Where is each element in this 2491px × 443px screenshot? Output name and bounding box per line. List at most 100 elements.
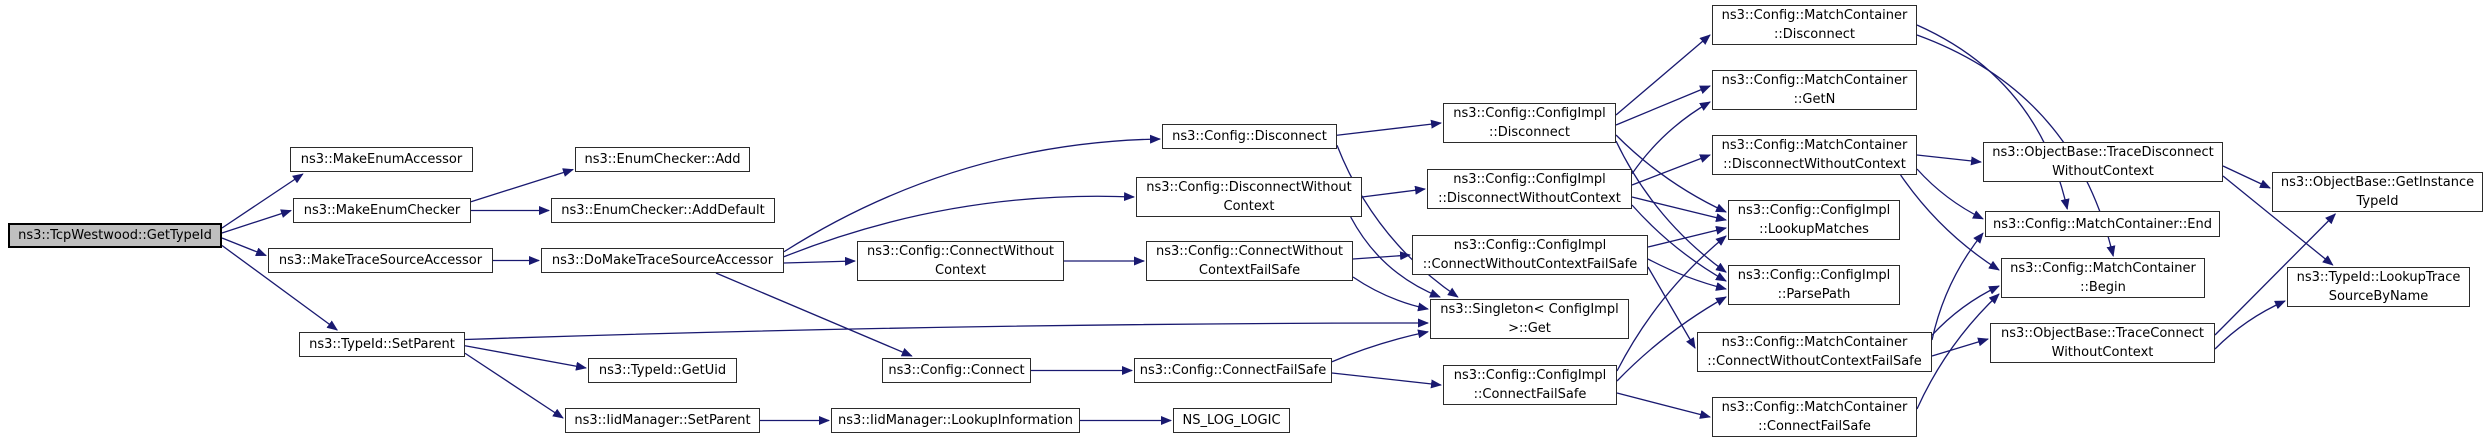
node-label: ::ParsePath: [1777, 287, 1851, 302]
node-enum-checker-add-default[interactable]: ns3::EnumChecker::AddDefault: [551, 198, 775, 223]
node-mc-get-n[interactable]: ns3::Config::MatchContainer::GetN: [1712, 70, 1917, 110]
node-label: ns3::TypeId::SetParent: [309, 337, 455, 352]
node-label: ::ConnectWithoutContextFailSafe: [1422, 257, 1638, 272]
node-label: ns3::Config::ConfigImpl: [1453, 368, 1607, 383]
call-edge-config-disconnect--singleton-config-impl-get: [1336, 145, 1459, 298]
node-label: ::DisconnectWithoutContext: [1438, 191, 1621, 206]
call-edge-obj-trace-connect-without-context--obj-get-instance-type-id: [2214, 213, 2337, 336]
node-mc-end[interactable]: ns3::Config::MatchContainer::End: [1985, 211, 2220, 237]
call-edge-config-impl-disconnect-without-context--mc-disconnect-without-context: [1631, 154, 1711, 186]
node-label: WithoutContext: [2051, 345, 2154, 360]
node-config-connect[interactable]: ns3::Config::Connect: [882, 358, 1031, 383]
node-config-impl-disconnect[interactable]: ns3::Config::ConfigImpl::Disconnect: [1443, 103, 1616, 143]
node-enum-checker-add[interactable]: ns3::EnumChecker::Add: [575, 147, 750, 172]
node-label: TypeId: [2356, 194, 2399, 209]
node-label: ns3::Config::Connect: [888, 363, 1025, 378]
node-mc-connect-without-context-fail-safe[interactable]: ns3::Config::MatchContainer::ConnectWith…: [1697, 332, 1932, 372]
node-label: ns3::Config::DisconnectWithout: [1146, 180, 1352, 195]
call-edge-config-impl-connect-fail-safe--config-impl-parse-path: [1616, 296, 1727, 382]
call-edge-config-connect-fail-safe--singleton-config-impl-get: [1331, 329, 1429, 363]
node-config-impl-connect-without-context-fail-safe[interactable]: ns3::Config::ConfigImpl::ConnectWithoutC…: [1412, 235, 1648, 275]
node-label: ns3::EnumChecker::Add: [584, 152, 741, 167]
call-edge-obj-trace-disconnect-without-context--obj-get-instance-type-id: [2222, 165, 2271, 189]
call-edge-config-connect-fail-safe--config-impl-connect-fail-safe: [1331, 372, 1442, 389]
call-edge-config-impl-disconnect--mc-disconnect: [1615, 34, 1711, 116]
node-label: ::Disconnect: [1774, 27, 1855, 42]
node-label: ::GetN: [1793, 92, 1836, 107]
node-iid-manager-lookup-information[interactable]: ns3::IidManager::LookupInformation: [831, 408, 1080, 433]
node-config-impl-connect-fail-safe[interactable]: ns3::Config::ConfigImpl::ConnectFailSafe: [1443, 365, 1617, 405]
node-type-id-get-uid[interactable]: ns3::TypeId::GetUid: [588, 358, 737, 383]
call-edge-do-make-trace-source-accessor--config-connect: [715, 272, 913, 357]
call-edge-do-make-trace-source-accessor--config-disconnect-without-context: [783, 192, 1135, 258]
call-edge-config-impl-disconnect--config-impl-parse-path: [1615, 140, 1727, 273]
call-edge-config-connect-without-context-fail-safe--config-impl-connect-without-context-fail-safe: [1352, 251, 1411, 261]
call-edge-obj-trace-connect-without-context--type-id-lookup-trace-source-by-name: [2214, 300, 2286, 350]
node-config-impl-lookup-matches[interactable]: ns3::Config::ConfigImpl::LookupMatches: [1728, 200, 1900, 240]
node-do-make-trace-source-accessor[interactable]: ns3::DoMakeTraceSourceAccessor: [541, 248, 784, 273]
node-label: ns3::MakeEnumAccessor: [300, 152, 463, 167]
node-config-impl-disconnect-without-context[interactable]: ns3::Config::ConfigImpl::DisconnectWitho…: [1427, 169, 1632, 209]
node-label: ns3::ObjectBase::GetInstance: [2280, 175, 2475, 190]
node-singleton-config-impl-get[interactable]: ns3::Singleton< ConfigImpl>::Get: [1430, 299, 1629, 339]
node-ns-log-logic[interactable]: NS_LOG_LOGIC: [1173, 408, 1290, 433]
node-label: ns3::Config::Disconnect: [1172, 129, 1327, 144]
node-make-enum-accessor[interactable]: ns3::MakeEnumAccessor: [290, 147, 473, 172]
node-mc-begin[interactable]: ns3::Config::MatchContainer::Begin: [2001, 258, 2205, 298]
node-mc-disconnect-without-context[interactable]: ns3::Config::MatchContainer::DisconnectW…: [1712, 135, 1917, 175]
node-label: ns3::DoMakeTraceSourceAccessor: [551, 253, 774, 268]
node-mc-disconnect[interactable]: ns3::Config::MatchContainer::Disconnect: [1712, 5, 1917, 45]
call-edge-config-impl-connect-fail-safe--mc-connect-fail-safe: [1616, 392, 1711, 419]
node-make-trace-source-accessor[interactable]: ns3::MakeTraceSourceAccessor: [268, 248, 493, 273]
call-edge-mc-disconnect-without-context--obj-trace-disconnect-without-context: [1916, 154, 1982, 166]
node-label: ns3::Config::MatchContainer::End: [1993, 216, 2212, 232]
node-label: ns3::MakeEnumChecker: [303, 203, 461, 218]
node-tcp-westwood-get-type-id[interactable]: ns3::TcpWestwood::GetTypeId: [8, 223, 222, 248]
call-edge-config-impl-disconnect--config-impl-lookup-matches: [1615, 134, 1727, 213]
node-type-id-set-parent[interactable]: ns3::TypeId::SetParent: [299, 332, 465, 357]
call-edge-config-impl-disconnect-without-context--config-impl-lookup-matches: [1631, 196, 1727, 222]
call-edge-config-impl-disconnect-without-context--mc-get-n: [1631, 101, 1711, 175]
node-label: ::ConnectWithoutContextFailSafe: [1707, 354, 1922, 369]
node-label: NS_LOG_LOGIC: [1182, 413, 1281, 428]
call-edge-tcp-westwood-get-type-id--type-id-set-parent: [221, 244, 338, 331]
node-label: ns3::MakeTraceSourceAccessor: [278, 253, 483, 268]
node-label: ns3::ObjectBase::TraceDisconnect: [1992, 145, 2214, 160]
node-label: ns3::Config::ConfigImpl: [1737, 203, 1891, 218]
call-edge-config-disconnect--config-impl-disconnect: [1336, 119, 1442, 136]
node-label: ns3::Config::MatchContainer: [1721, 8, 1908, 23]
call-edge-do-make-trace-source-accessor--config-connect-without-context: [783, 256, 856, 266]
node-label: SourceByName: [2328, 289, 2429, 304]
node-label: ns3::Config::ConfigImpl: [1453, 106, 1606, 121]
call-edge-config-impl-connect-without-context-fail-safe--config-impl-lookup-matches: [1647, 225, 1727, 248]
node-iid-manager-set-parent[interactable]: ns3::IidManager::SetParent: [565, 408, 760, 433]
node-label: ::Disconnect: [1489, 125, 1570, 140]
node-label: Context: [1223, 199, 1275, 214]
node-label: ns3::Config::MatchContainer: [1721, 400, 1908, 415]
node-config-impl-parse-path[interactable]: ns3::Config::ConfigImpl::ParsePath: [1728, 265, 1900, 305]
node-label: ns3::Config::ConfigImpl: [1453, 172, 1606, 187]
node-config-disconnect[interactable]: ns3::Config::Disconnect: [1162, 124, 1337, 149]
call-edge-mc-connect-without-context-fail-safe--mc-begin: [1931, 285, 2000, 336]
call-edge-mc-connect-fail-safe--mc-begin: [1916, 293, 2000, 410]
call-edge-config-impl-disconnect--mc-get-n: [1615, 85, 1711, 126]
node-label: ContextFailSafe: [1198, 263, 1301, 278]
node-make-enum-checker[interactable]: ns3::MakeEnumChecker: [293, 198, 471, 223]
call-edge-config-impl-connect-fail-safe--config-impl-lookup-matches: [1616, 235, 1727, 372]
node-config-connect-fail-safe[interactable]: ns3::Config::ConnectFailSafe: [1134, 358, 1332, 383]
node-label: ::ConnectFailSafe: [1473, 387, 1587, 402]
call-edge-make-enum-checker--enum-checker-add: [470, 168, 574, 203]
node-label: ns3::TypeId::GetUid: [598, 363, 727, 378]
node-mc-connect-fail-safe[interactable]: ns3::Config::MatchContainer::ConnectFail…: [1712, 397, 1917, 437]
call-edge-mc-connect-without-context-fail-safe--obj-trace-connect-without-context: [1931, 337, 1989, 357]
call-edge-mc-disconnect-without-context--mc-begin: [1900, 174, 2000, 271]
